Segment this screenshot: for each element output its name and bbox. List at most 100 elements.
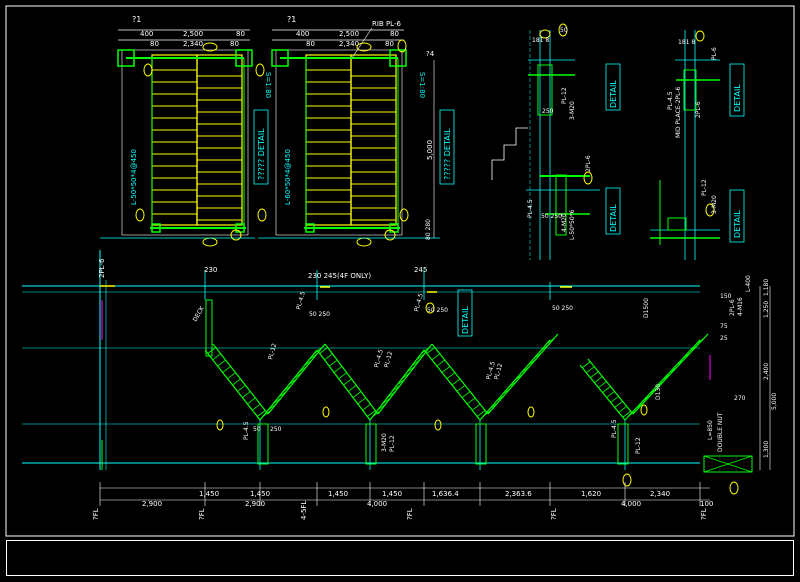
elev-right-2: 75: [720, 323, 728, 330]
drawing-line: [293, 372, 302, 380]
plan2-side-label: L-60*50*4@450: [284, 149, 292, 205]
dim-r1-3: 1,450: [382, 490, 402, 498]
plan2-dim-c: 80: [390, 30, 399, 38]
plan2-dim-f: 80: [385, 40, 394, 48]
drawing-line: [618, 405, 627, 413]
detail1-label-0: 181 8: [532, 37, 549, 44]
drawing-line: [401, 372, 411, 380]
drawing-line: [277, 391, 287, 398]
drawing-line: [461, 391, 471, 398]
drawing-line: [648, 388, 658, 395]
detail1-label-5: 2PL-6: [585, 155, 592, 172]
drawing-line: [227, 372, 236, 380]
elev-right-0: D1500: [643, 298, 650, 318]
plan2-grid-label: ?1: [287, 15, 296, 24]
detail1-title: DETAIL: [609, 80, 618, 108]
drawing-line: [426, 347, 436, 354]
section-detail-1: 181 8 50 PL-12 3-M20 250 2PL-6 PL-4.5 50…: [491, 23, 621, 260]
drawing-line: [456, 384, 466, 392]
elev-right-7: D130: [655, 384, 662, 400]
drawing-line: [514, 373, 524, 381]
elev-note-0: DECK: [192, 304, 207, 323]
dim-r1-2: 1,450: [328, 490, 348, 498]
drawing-line: [539, 344, 549, 352]
drawing-line: [391, 384, 401, 392]
command-line-panel[interactable]: [6, 540, 794, 576]
detail1-title-2: DETAIL: [609, 204, 618, 232]
elev-note-10: 50 250: [552, 305, 573, 312]
drawing-line: [598, 381, 607, 388]
plan2-slope: S=1:80: [418, 72, 426, 98]
drawing-line: [436, 359, 446, 367]
drawing-line: [527, 359, 536, 366]
drawing-line: [521, 366, 530, 374]
elev-right-11: PL-4.5: [611, 419, 618, 438]
elev-top-dim-3: 245: [414, 266, 427, 274]
drawing-line: [416, 353, 425, 361]
dim-r1-7: 2,340: [650, 490, 670, 498]
elev-bot-1: 50: [253, 426, 261, 433]
drawing-line: [594, 376, 603, 383]
drawing-line: [313, 347, 323, 354]
drawing-line: [252, 403, 261, 411]
elev-right-9: L=850: [707, 420, 714, 440]
elev-bot-4: PL-12: [389, 435, 396, 452]
drawing-line: [446, 372, 456, 380]
stair-plan-2: ?1 RIB PL-6 400 2,500 80 80 2,340 80 L-6…: [258, 15, 455, 247]
dim-r2-4: 100: [700, 500, 713, 508]
dim-r2-0: 2,900: [142, 500, 162, 508]
detail1-label-4: 250: [542, 108, 554, 115]
drawing-line: [614, 401, 623, 408]
plan2-grid-right: ?4: [426, 50, 435, 58]
drawing-line: [324, 353, 333, 361]
drawing-line: [546, 337, 555, 345]
plan2-dim-e: 2,340: [339, 40, 359, 48]
drawing-line: [288, 378, 297, 386]
drawing-line: [352, 391, 362, 398]
plan1-detail: ????? DETAIL: [257, 128, 266, 180]
elev-note-7: 50 250: [427, 307, 448, 314]
dim-r2-2: 4,000: [367, 500, 387, 508]
plan1-slope: S=1:80: [264, 72, 272, 98]
elev-note-4: PL-12: [383, 350, 394, 368]
drawing-line: [222, 366, 231, 373]
detail1-label-9: L-50*50*6: [569, 209, 576, 240]
drawing-line: [689, 344, 698, 352]
plan2-dim-b: 2,500: [339, 30, 359, 38]
drawing-line: [466, 397, 476, 405]
grid-fl-3: ?FL: [406, 508, 414, 520]
drawing-line: [508, 380, 517, 388]
detail2-title: DETAIL: [733, 84, 742, 112]
drawing-line: [237, 384, 246, 392]
detail2-label-6: 3-M20: [711, 195, 718, 214]
drawing-line: [367, 410, 376, 417]
drawing-line: [232, 378, 241, 386]
elev-rdim-4: 1,300: [763, 441, 770, 458]
drawing-line: [669, 366, 678, 374]
elev-left-label: 2PL-6: [98, 258, 106, 278]
elev-note-5: 50 250: [309, 311, 330, 318]
drawing-line: [655, 380, 664, 388]
drawing-line: [675, 359, 685, 366]
elev-note-9: PL-12: [493, 362, 504, 380]
elev-rdim-2: 2,400: [763, 363, 770, 380]
elev-note-6: PL-4.5: [413, 293, 425, 313]
drawing-line: [212, 353, 221, 361]
drawing-line: [283, 384, 292, 392]
drawing-line: [586, 366, 595, 374]
detail1-label-1: 50: [560, 27, 568, 34]
elev-note-2: PL-12: [267, 342, 278, 360]
plan1-dim-c: 80: [236, 30, 245, 38]
drawing-line: [328, 359, 338, 367]
drawing-line: [610, 396, 619, 403]
elev-note-8: PL-4.5: [485, 361, 497, 381]
plan1-dim-e: 2,340: [183, 40, 203, 48]
drawing-line: [489, 402, 499, 410]
drawing-line: [357, 397, 367, 405]
drawing-line: [483, 409, 492, 417]
drawing-line: [502, 388, 511, 395]
drawing-line: [267, 403, 277, 411]
drawing-line: [431, 353, 441, 361]
plan1-dim-a: 400: [140, 30, 153, 38]
